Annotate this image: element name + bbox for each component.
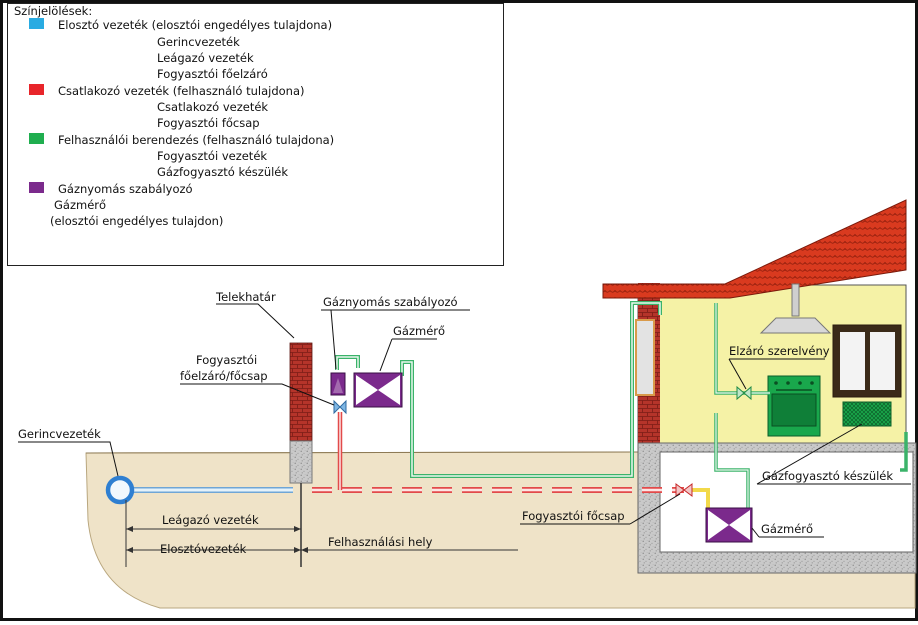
legend-blue-item: Leágazó vezeték xyxy=(157,51,254,65)
range-hood xyxy=(759,317,832,334)
heater-pipe xyxy=(900,432,908,472)
regulator-meter-pipe xyxy=(335,355,360,370)
legend-blue-title: Elosztó vezeték (elosztói engedélyes tul… xyxy=(58,18,332,32)
shutoff-fitting-valve-right xyxy=(743,385,752,401)
leader-focsap xyxy=(629,493,681,525)
legend-title: Színjelölések: xyxy=(14,4,92,18)
basement-pipe-inner xyxy=(715,413,749,508)
consumer-pipe-inner xyxy=(401,302,661,477)
label-fogyasztoi-focsap: Fogyasztói főcsap xyxy=(522,509,625,523)
legend-blue-item: Gerincvezeték xyxy=(157,35,240,49)
legend-red-title: Csatlakozó vezeték (felhasználó tulajdon… xyxy=(58,84,305,98)
side-window xyxy=(635,319,655,396)
label-gaznyomas-szabalyozo: Gáznyomás szabályozó xyxy=(323,295,458,309)
basement-room xyxy=(659,451,914,553)
arrow-head xyxy=(126,547,133,553)
leader-lines xyxy=(18,303,911,538)
meter-basement-triangle-right xyxy=(729,510,750,540)
arrow-head xyxy=(294,547,301,553)
meter-basement-triangle-left xyxy=(708,510,729,540)
stove-knob xyxy=(786,381,790,385)
soil xyxy=(85,451,916,609)
stove-knob xyxy=(798,381,802,385)
arrow-head xyxy=(301,547,308,553)
label-leagazo-vezetek: Leágazó vezeték xyxy=(162,513,259,527)
leader-keszulek xyxy=(756,423,863,485)
legend-swatch-purple xyxy=(29,182,44,193)
label-gazfogyaszto-keszulek: Gázfogyasztó készülék xyxy=(762,469,893,483)
label-elosztovezetek: Elosztóvezeték xyxy=(160,542,247,556)
legend-green-item: Gázfogyasztó készülék xyxy=(157,165,288,179)
ground-line xyxy=(85,451,641,454)
stove-knob xyxy=(774,381,778,385)
label-gazmero-bottom: Gázmérő xyxy=(761,522,813,536)
main-shutoff-valve xyxy=(333,399,341,415)
leader-szabalyozo xyxy=(330,309,337,370)
leader-telekhatar xyxy=(216,303,295,339)
stove-supply-pipe-inner xyxy=(715,303,770,394)
leader-gazmero xyxy=(379,338,393,372)
regulator-mark xyxy=(333,378,343,393)
window-pane-left xyxy=(840,332,865,390)
legend-swatch-red xyxy=(29,84,44,95)
legend-box xyxy=(7,3,504,266)
stove-knob xyxy=(810,381,814,385)
label-telekhatar: Telekhatár xyxy=(215,290,276,304)
leader-fofelzaro xyxy=(180,383,335,406)
roof xyxy=(602,199,907,299)
arrow-head xyxy=(126,526,133,532)
leader-gerinc xyxy=(18,441,119,477)
meter-top-triangle-left xyxy=(356,375,378,405)
main-shutoff-valve-right xyxy=(339,399,347,415)
legend-swatch-blue xyxy=(29,18,44,29)
label-gazmero-top: Gázmérő xyxy=(393,324,445,338)
label-fofelzaro-line1: Fogyasztói xyxy=(196,353,257,367)
meter-top-triangle-right xyxy=(378,375,400,405)
label-gerincvezetek: Gerincvezeték xyxy=(18,427,101,441)
arrow-head xyxy=(294,526,301,532)
legend-purple-title: Gáznyomás szabályozó xyxy=(58,182,193,196)
shutoff-fitting-valve-left xyxy=(736,385,745,401)
boundary-foundation xyxy=(289,440,313,484)
consumer-main-tap-right xyxy=(683,483,693,497)
legend-purple-item: (elosztói engedélyes tulajdon) xyxy=(50,214,223,228)
label-elzaro-szerelveny: Elzáró szerelvény xyxy=(729,344,830,358)
basement-yellow-pipe xyxy=(688,488,710,508)
stove-oven-door xyxy=(771,393,817,427)
gas-heater xyxy=(842,401,892,427)
legend-purple-item: Gázmérő xyxy=(54,198,106,212)
leader-gazmero-bottom xyxy=(751,527,760,538)
consumer-main-tap-left xyxy=(675,483,685,497)
legend-red-item: Fogyasztói főcsap xyxy=(157,116,260,130)
legend-green-item: Fogyasztói vezeték xyxy=(157,149,267,163)
hood-chimney xyxy=(791,283,800,317)
label-fofelzaro-line2: főelzáró/főcsap xyxy=(180,369,268,383)
label-felhasznalasi-hely: Felhasználási hely xyxy=(328,535,433,549)
window-pane-right xyxy=(870,332,895,390)
legend-green-title: Felhasználói berendezés (felhasználó tul… xyxy=(58,133,334,147)
regulator-meter-pipe-inner xyxy=(336,356,359,370)
main-pipe-gerincvezetek xyxy=(105,475,135,505)
gas-pressure-regulator xyxy=(330,372,346,396)
legend: Színjelölések: Elosztó vezeték (elosztói… xyxy=(7,3,504,266)
leader-elzaro xyxy=(728,358,747,390)
legend-red-item: Csatlakozó vezeték xyxy=(157,100,268,114)
house xyxy=(602,199,917,574)
legend-swatch-green xyxy=(29,133,44,144)
legend-blue-item: Fogyasztói főelzáró xyxy=(157,67,268,81)
